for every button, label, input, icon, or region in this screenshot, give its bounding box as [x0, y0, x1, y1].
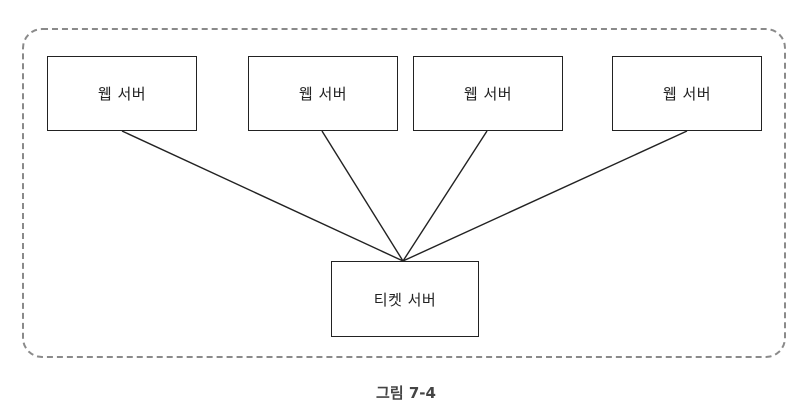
- web-server-3-label: 웹 서버: [463, 85, 513, 103]
- figure-caption: 그림 7-4: [376, 384, 436, 402]
- web-server-2-label: 웹 서버: [298, 85, 348, 103]
- web-server-1-label: 웹 서버: [97, 85, 147, 103]
- server-group-boundary: [22, 28, 786, 358]
- edge-web-server-3-to-ticket-server: [402, 130, 488, 262]
- web-server-2: 웹 서버: [248, 56, 398, 131]
- web-server-3: 웹 서버: [413, 56, 563, 131]
- web-server-4: 웹 서버: [612, 56, 762, 131]
- edge-web-server-1-to-ticket-server: [121, 130, 404, 262]
- edge-web-server-4-to-ticket-server: [402, 130, 688, 262]
- ticket-server-label: 티켓 서버: [373, 290, 437, 309]
- web-server-4-label: 웹 서버: [662, 85, 712, 103]
- edge-web-server-2-to-ticket-server: [321, 130, 404, 262]
- web-server-1: 웹 서버: [47, 56, 197, 131]
- ticket-server: 티켓 서버: [331, 261, 479, 337]
